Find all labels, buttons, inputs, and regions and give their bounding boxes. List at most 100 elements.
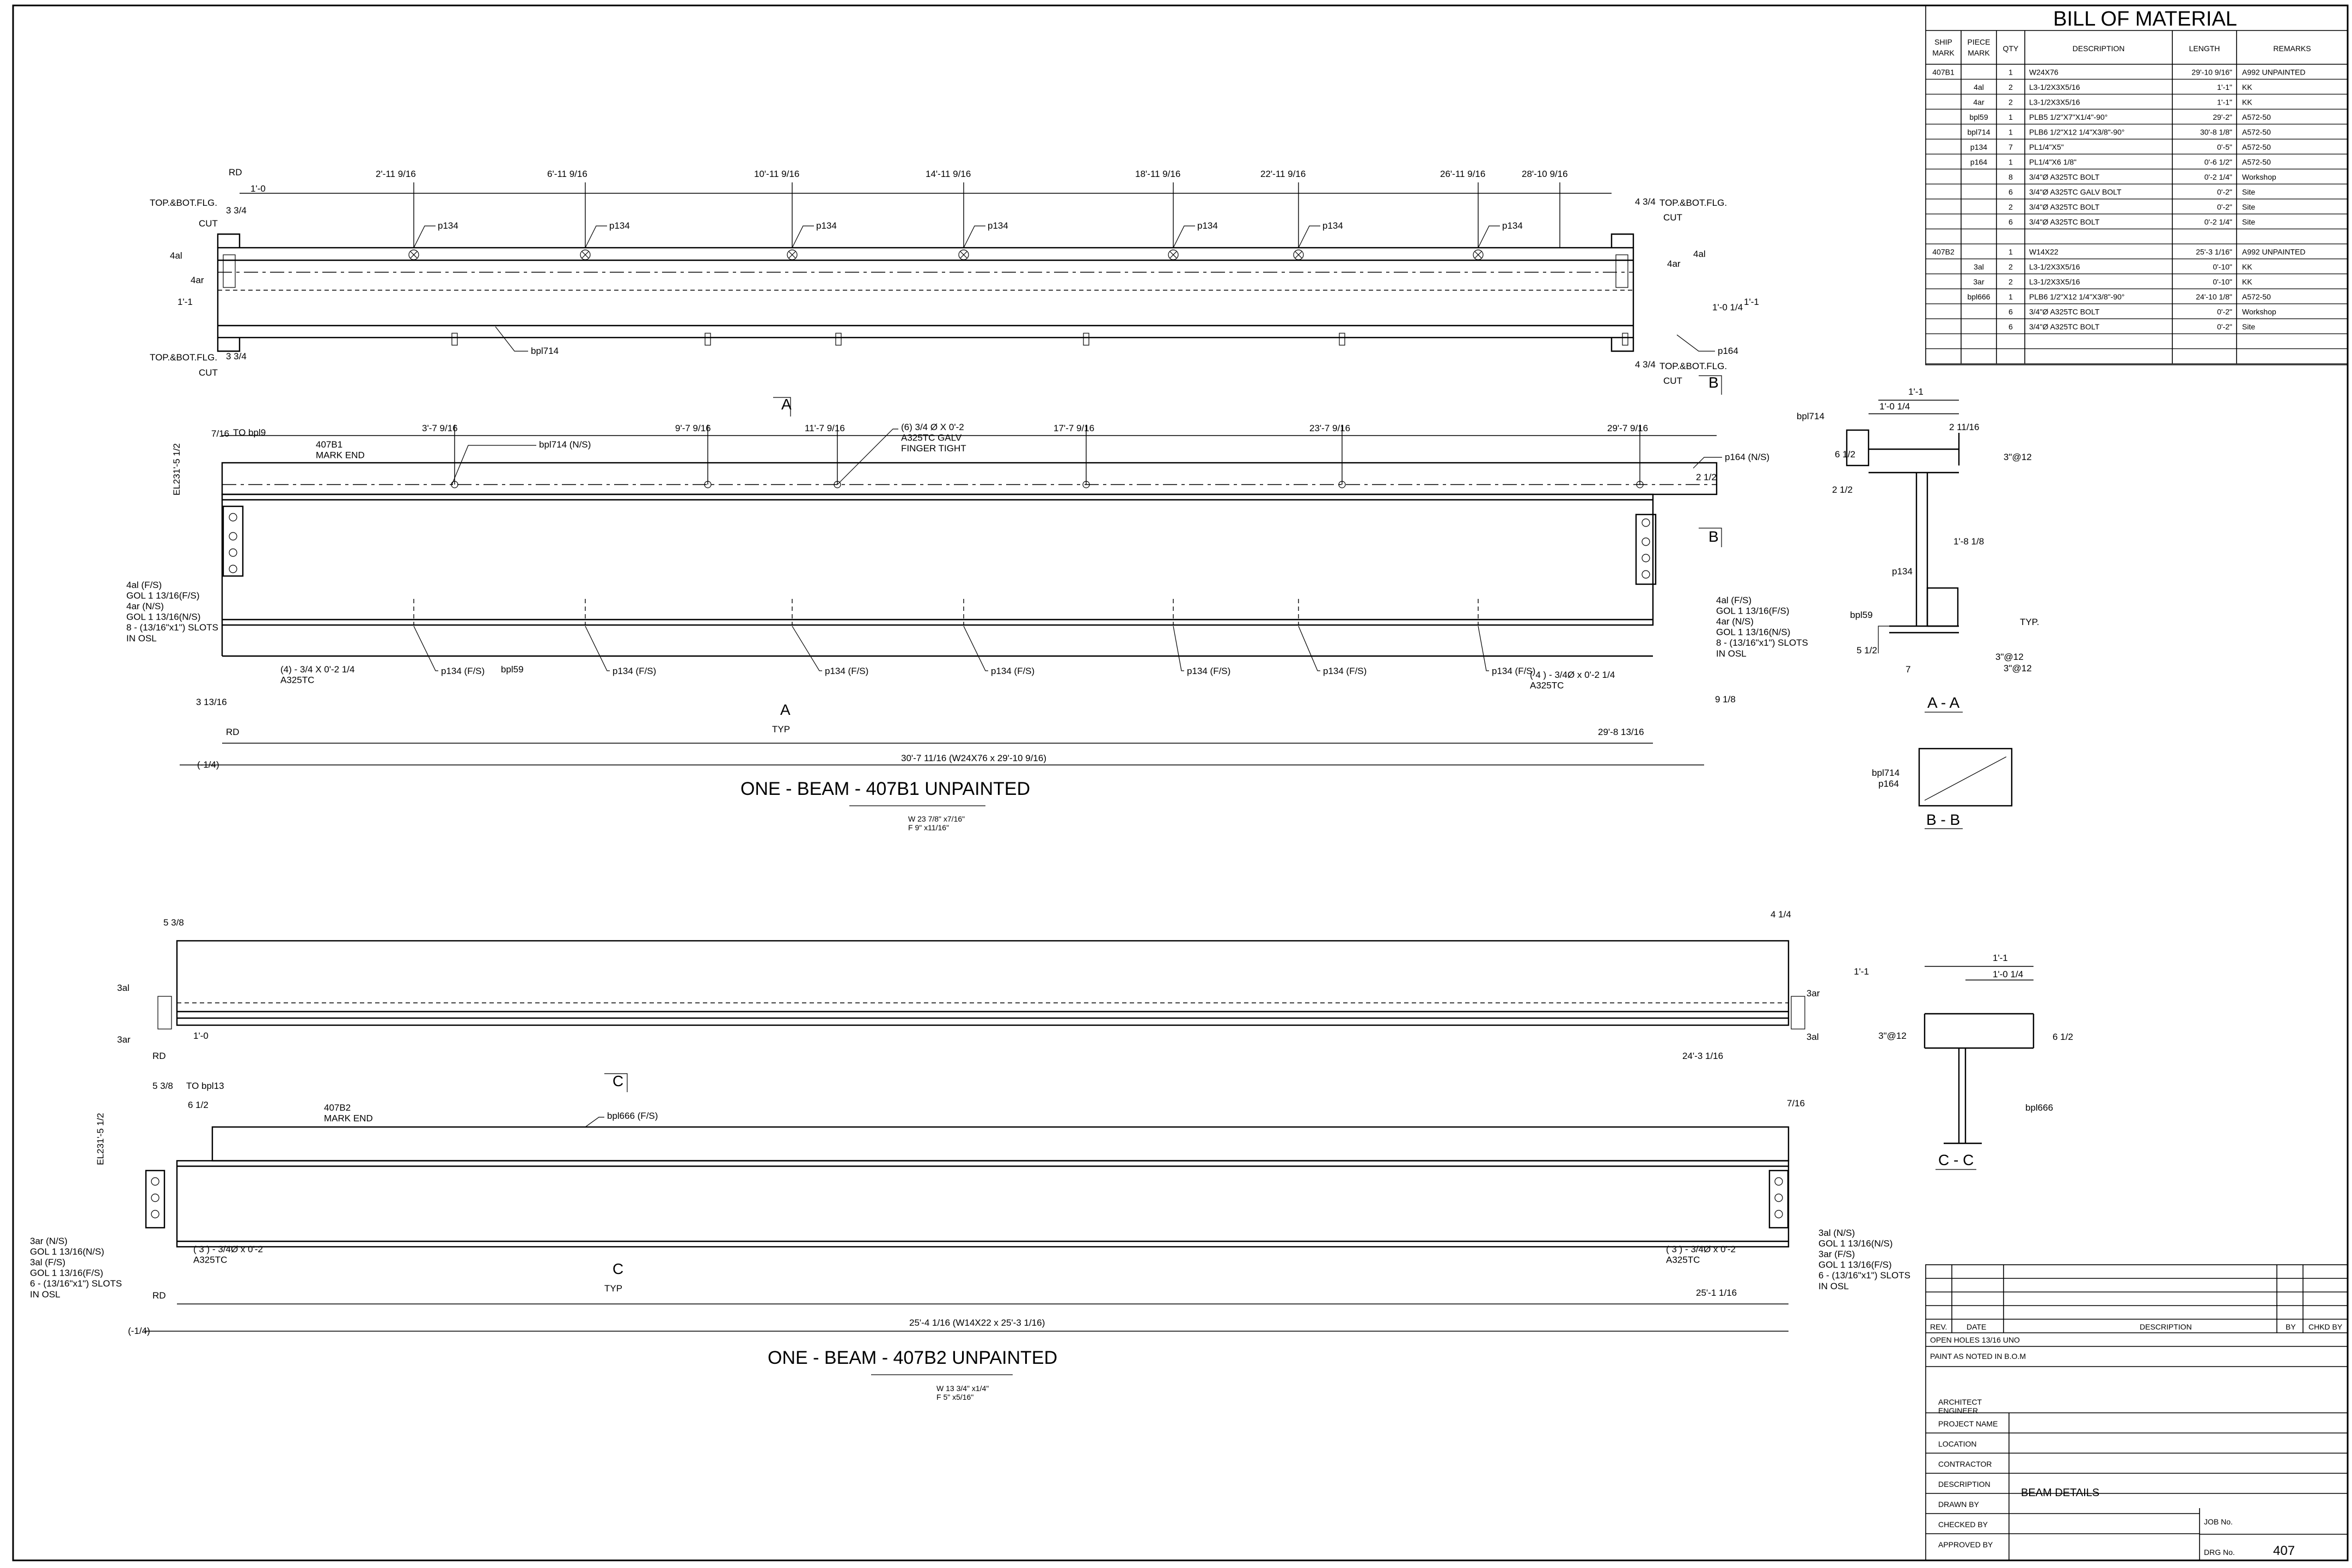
bom-cell-r14-c2: 2 (2008, 278, 2013, 286)
section-aa-title: A - A (1927, 694, 1959, 711)
connection-bolt (151, 1193, 160, 1202)
elev-dim-2: 11'-7 9/16 (805, 423, 845, 433)
aa-sub-dim: 1'-0 1/4 (1879, 401, 1910, 412)
elev-dim-4: 23'-7 9/16 (1309, 423, 1350, 433)
depth-left: 1'-1 (177, 297, 193, 307)
bom-cell-r3-c4: 29'-2" (2213, 113, 2232, 121)
bom-header-0: MARK (1932, 48, 1955, 57)
bom-cell-r0-c5: A992 UNPAINTED (2242, 68, 2305, 77)
connection-bolt (1641, 537, 1650, 546)
b2-depth: 1'-1 (1854, 966, 1869, 977)
rev-header-0: REV. (1930, 1322, 1947, 1331)
bom-cell-r0-c2: 1 (2008, 68, 2013, 77)
depth-right: 1'-1 (1744, 297, 1759, 307)
connection-bolt (1641, 554, 1650, 562)
aa-five-half: 5 1/2 (1857, 645, 1877, 656)
bom-cell-r15-c5: A572-50 (2242, 292, 2271, 301)
section-c-c: 1'-1 1'-0 1/4 3"@12 bpl666 6 1/2 C - C (1878, 953, 2073, 1170)
rev-header-1: DATE (1967, 1322, 1986, 1331)
bom-cell-r2-c4: 1'-1" (2217, 98, 2232, 107)
p134-plan-label: p134 (1322, 220, 1343, 231)
b2-overall-dim: 25'-4 1/16 (W14X22 x 25'-3 1/16) (909, 1318, 1045, 1328)
connection-bolt (1774, 1210, 1783, 1218)
bom-cell-r13-c5: KK (2242, 262, 2252, 271)
bom-cell-r13-c4: 0'-10" (2213, 262, 2232, 271)
top-bot-flg-left-bottom: TOP.&BOT.FLG. (150, 352, 217, 363)
section-b-marker-1: B (1708, 374, 1719, 391)
bom-cell-r1-c5: KK (2242, 83, 2252, 91)
p134-plan-label: p134 (988, 220, 1008, 231)
connection-bolt (1774, 1177, 1783, 1186)
bom-cell-r6-c5: A572-50 (2242, 158, 2271, 167)
top-dim-7: 28'-10 9/16 (1522, 169, 1568, 179)
bom-cell-r10-c5: Site (2242, 218, 2255, 226)
3ar-plan-right: 3ar (1806, 988, 1820, 999)
bom-cell-r14-c1: 3ar (1973, 278, 1984, 286)
section-a-marker-1: A (781, 396, 792, 413)
right-angle-note: 4al (F/S)GOL 1 13/16(F/S)4ar (N/S)GOL 1 … (1716, 595, 1808, 659)
bottom-bolt (451, 333, 458, 346)
bom-cell-r8-c5: Site (2242, 188, 2255, 197)
connection-bolt (229, 513, 237, 522)
bom-cell-r15-c3: PLB6 1/2"X12 1/4"X3/8"-90° (2029, 292, 2124, 301)
bottom-bolt-marks (451, 333, 1628, 346)
bom-cell-r0-c3: W24X76 (2029, 68, 2059, 77)
open-holes-note: OPEN HOLES 13/16 UNO (1930, 1336, 2020, 1344)
weld-note-1a: W 23 7/8" x7/16" (908, 814, 965, 823)
top-bot-flg-left: TOP.&BOT.FLG. (150, 198, 217, 208)
bottom-bolt (705, 333, 711, 346)
bom-cell-r10-c3: 3/4"Ø A325TC BOLT (2029, 218, 2100, 226)
rev-header-2: DESCRIPTION (2140, 1322, 2192, 1331)
aa-seven: 7 (1906, 664, 1910, 675)
bom-cell-r16-c5: Workshop (2242, 308, 2276, 316)
top-dim-0: 2'-11 9/16 (376, 169, 416, 179)
top-bot-flg-right: TOP.&BOT.FLG. (1659, 198, 1727, 208)
connection-bolt (151, 1210, 160, 1218)
bom-cell-r14-c3: L3-1/2X3X5/16 (2029, 278, 2080, 286)
overall-dim-1: 30'-7 11/16 (W24X76 x 29'-10 9/16) (901, 753, 1046, 763)
to-bpl9-label: TO bpl9 (233, 427, 266, 438)
b2-seven16: 7/16 (1787, 1098, 1805, 1108)
p134-fs-1: p134 (F/S) (612, 666, 656, 676)
bom-cell-r16-c2: 6 (2008, 308, 2013, 316)
connection-bolt (151, 1177, 160, 1186)
elev-dim-5: 29'-7 9/16 (1607, 423, 1648, 433)
p134-plan-label: p134 (609, 220, 630, 231)
rev-header-4: CHKD BY (2308, 1322, 2343, 1331)
aa-typ: TYP. (2020, 617, 2039, 627)
beam-407b2-plan: 3al 3ar 3ar 3al 5 3/8 4 1/4 1'-1 1'-0 RD… (117, 909, 1869, 1092)
b2-end-dim: 24'-3 1/16 (1682, 1051, 1723, 1061)
aa-bpl714: bpl714 (1797, 411, 1824, 421)
end-dim: 29'-8 13/16 (1598, 727, 1644, 737)
bom-cell-r7-c5: Workshop (2242, 173, 2276, 181)
bom-cell-r15-c1: bpl666 (1967, 292, 1990, 301)
p164-label: p164 (1718, 346, 1738, 356)
p134-plan-label: p134 (1197, 220, 1218, 231)
bom-cell-r6-c4: 0'-6 1/2" (2204, 158, 2232, 167)
five8-label: 5 3/8 (163, 917, 184, 928)
p134-bolt-mark (787, 249, 798, 260)
galv-bolt-hole (704, 481, 712, 488)
bom-cell-r3-c1: bpl59 (1969, 113, 1988, 121)
elev-dim-0: 3'-7 9/16 (422, 423, 458, 433)
cc-at12: 3"@12 (1878, 1031, 1907, 1041)
bottom-bolt (835, 333, 842, 346)
bom-cell-r12-c0: 407B2 (1932, 248, 1955, 256)
bom-cell-r7-c4: 0'-2 1/4" (2204, 173, 2232, 181)
galv-bolt-hole (834, 481, 841, 488)
elev-dim-3: 17'-7 9/16 (1054, 423, 1094, 433)
bom-cell-r6-c2: 1 (2008, 158, 2013, 167)
bpl59-label: bpl59 (501, 664, 524, 675)
weld-note-2a: W 13 3/4" x1/4" (936, 1384, 989, 1393)
bom-cell-r9-c2: 2 (2008, 203, 2013, 211)
bom-cell-r9-c3: 3/4"Ø A325TC BOLT (2029, 203, 2100, 211)
bom-cell-r16-c4: 0'-2" (2217, 308, 2232, 316)
bottom-bolt (1622, 333, 1628, 346)
3al-plan-right: 3al (1806, 1032, 1819, 1042)
bpl714-ns-label: bpl714 (N/S) (539, 439, 591, 450)
